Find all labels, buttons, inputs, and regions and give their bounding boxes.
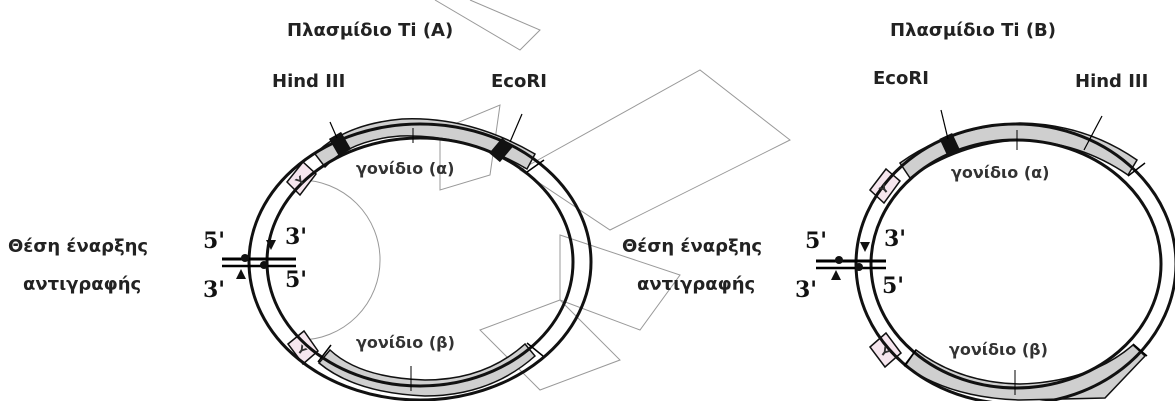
hind-pointer [329, 121, 338, 139]
arrow-icon [831, 270, 841, 280]
origin-label-b-line1: Θέση έναρξης [622, 236, 762, 257]
end-5-right: 5' [285, 267, 307, 293]
boundary-line [317, 344, 332, 363]
hind-label-a: Hind III [272, 71, 345, 92]
origin-dot [241, 254, 249, 262]
boundary-line [903, 349, 917, 367]
hind-label-b: Hind III [1075, 71, 1148, 92]
eco-site-block [489, 137, 513, 163]
boundary-line [1127, 162, 1146, 177]
end-3-right: 3' [884, 226, 906, 252]
gene-beta-label-a: γονίδιο (β) [356, 333, 455, 352]
origin-dot [855, 263, 863, 271]
end-3-right: 3' [285, 224, 307, 250]
plasmid-b-outer-ring [854, 122, 1175, 401]
plasmid-b-inner-ring [869, 138, 1163, 390]
boundary-line [526, 342, 544, 357]
end-5-left: 5' [805, 228, 827, 254]
gene-alpha-label-b: γονίδιο (α) [951, 163, 1049, 182]
gene-beta-label-b: γονίδιο (β) [949, 340, 1048, 359]
end-5-left: 5' [203, 228, 225, 254]
hind-site-block [328, 131, 352, 157]
plasmid-b-title: Πλασμίδιο Ti (B) [890, 20, 1056, 41]
end-3-left: 3' [795, 277, 817, 303]
arrow-icon [236, 269, 246, 279]
origin-dot [835, 256, 843, 264]
end-3-left: 3' [203, 277, 225, 303]
plasmid-a-inner-ring [265, 136, 575, 388]
arrow-icon [266, 240, 276, 250]
gene-alpha-label-a: γονίδιο (α) [356, 159, 454, 178]
hind-pointer [1083, 115, 1103, 151]
arrow-icon [860, 242, 870, 252]
boundary-line [1132, 343, 1148, 357]
eco-pointer [940, 109, 949, 140]
plasmid-a: Πλασμίδιο Ti (A) Hind III EcoRI γονίδιο … [203, 20, 593, 401]
origin-dot [260, 261, 268, 269]
plasmid-a-outer-ring [247, 122, 593, 401]
boundary-line [526, 159, 545, 173]
plasmid-a-title: Πλασμίδιο Ti (A) [287, 20, 453, 41]
eco-site-block [939, 132, 961, 158]
eco-label-a: EcoRI [491, 71, 547, 92]
plasmid-b: Πλασμίδιο Ti (B) EcoRI Hind III γονίδιο … [795, 20, 1175, 401]
end-5-right: 5' [882, 273, 904, 299]
watermark [299, 0, 791, 391]
origin-label-a-line1: Θέση έναρξης [8, 236, 148, 257]
origin-label-b-line2: αντιγραφής [637, 274, 755, 295]
eco-label-b: EcoRI [873, 68, 929, 89]
eco-pointer [509, 113, 523, 143]
origin-label-a-line2: αντιγραφής [23, 274, 141, 295]
